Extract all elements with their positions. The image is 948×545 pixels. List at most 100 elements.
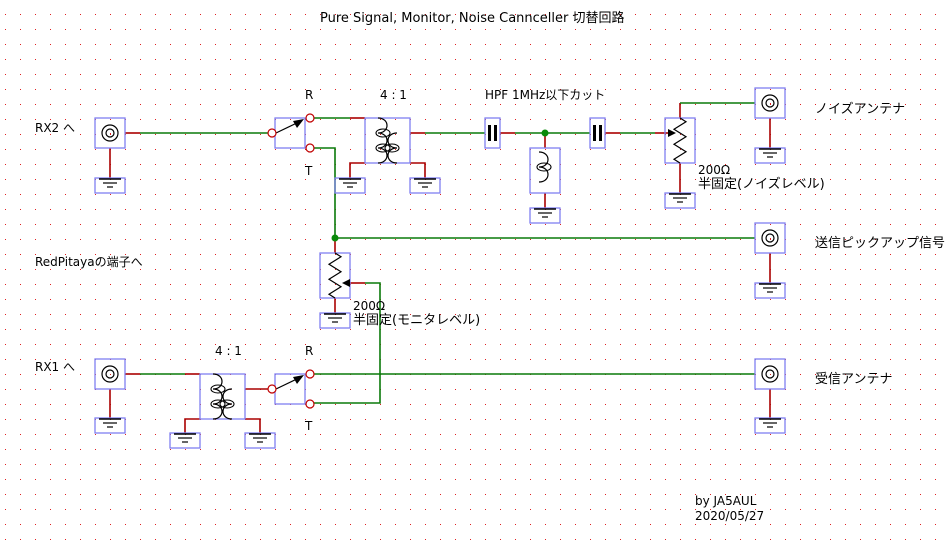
transformer2-primary-ground bbox=[169, 432, 201, 449]
date-label: 2020/05/27 bbox=[695, 509, 765, 523]
rx2-label: RX2 へ bbox=[35, 121, 76, 135]
coax-icon bbox=[761, 94, 779, 112]
noise-antenna-label: ノイズアンテナ bbox=[815, 102, 906, 117]
coil-icon bbox=[538, 151, 549, 183]
transformer-box bbox=[199, 373, 246, 420]
capacitor-icon bbox=[488, 125, 491, 141]
rx2-coax-connector bbox=[94, 117, 126, 149]
ground-box bbox=[319, 312, 351, 329]
rx1-coax-connector bbox=[94, 358, 126, 390]
ground-box bbox=[169, 432, 201, 449]
ground-box bbox=[664, 192, 696, 209]
ground-box bbox=[94, 177, 126, 194]
noise-antenna-ground bbox=[754, 147, 786, 164]
coax-icon bbox=[101, 124, 119, 142]
hpf-capacitor2 bbox=[589, 117, 606, 149]
coil-icon bbox=[212, 373, 223, 420]
coax-icon bbox=[761, 229, 779, 247]
components bbox=[94, 87, 786, 449]
monitor-pot-ground bbox=[319, 312, 351, 329]
redpitaya-label: RedPitayaの端子へ bbox=[35, 255, 143, 269]
transformer2-ratio: 4 : 1 bbox=[215, 344, 242, 358]
noise-antenna-connector bbox=[754, 87, 786, 119]
rx-antenna-ground bbox=[754, 417, 786, 434]
ground-box bbox=[409, 177, 441, 194]
relay2-r-label: R bbox=[305, 344, 314, 358]
wiper-arrow-icon bbox=[668, 129, 676, 137]
wires bbox=[109, 102, 771, 433]
coil-icon bbox=[377, 117, 388, 164]
relay1-t-label: T bbox=[305, 164, 313, 178]
rx1-label: RX1 へ bbox=[35, 360, 76, 374]
transformer-box bbox=[364, 117, 411, 164]
rx1-ground bbox=[94, 417, 126, 434]
capacitor-box bbox=[484, 117, 501, 149]
terminal-icon bbox=[305, 369, 315, 379]
capacitor-icon bbox=[593, 125, 596, 141]
wire bbox=[349, 162, 365, 178]
diagram-title: Pure Signal, Monitor, Noise Cannceller 切… bbox=[320, 11, 625, 26]
hpf-label: HPF 1MHz以下カット bbox=[485, 88, 606, 102]
transformer1-ratio: 4 : 1 bbox=[380, 88, 407, 102]
noise-pot-ground bbox=[664, 192, 696, 209]
terminal-icon bbox=[305, 113, 315, 123]
resistor-zigzag-icon bbox=[327, 252, 343, 299]
ground-box bbox=[754, 282, 786, 299]
capacitor-box bbox=[589, 117, 606, 149]
terminal-icon bbox=[305, 399, 315, 409]
ground-box bbox=[244, 432, 276, 449]
connector-box bbox=[754, 222, 786, 254]
monitor-pot-value: 200Ω bbox=[353, 299, 386, 313]
connector-box bbox=[94, 117, 126, 149]
connector-box bbox=[94, 358, 126, 390]
wire bbox=[184, 418, 200, 433]
ground-box bbox=[754, 147, 786, 164]
hpf-inductor-box bbox=[529, 147, 561, 194]
rx2-ground bbox=[94, 177, 126, 194]
coil-icon bbox=[222, 388, 233, 420]
tx-pickup-connector bbox=[754, 222, 786, 254]
ground-box bbox=[754, 417, 786, 434]
wire bbox=[314, 147, 336, 238]
junction-dot bbox=[541, 129, 549, 137]
relay1-r-label: R bbox=[305, 88, 314, 102]
wire bbox=[314, 282, 381, 404]
transformer2-secondary-ground bbox=[244, 432, 276, 449]
coax-icon bbox=[761, 365, 779, 383]
tx-pickup-label: 送信ピックアップ信号 bbox=[815, 236, 946, 251]
hpf-inductor-ground bbox=[529, 207, 561, 224]
wire bbox=[245, 418, 261, 433]
arrow-head-icon bbox=[293, 375, 304, 384]
ground-box bbox=[529, 207, 561, 224]
transformer1-secondary-ground bbox=[409, 177, 441, 194]
junction-dot bbox=[331, 234, 339, 242]
connector-box bbox=[754, 358, 786, 390]
noise-pot-value: 200Ω bbox=[698, 163, 731, 177]
wiper-arrow-icon bbox=[342, 279, 350, 287]
ground-box bbox=[94, 417, 126, 434]
terminal-icon bbox=[267, 384, 277, 394]
resistor-zigzag-icon bbox=[672, 117, 688, 164]
rx-antenna-connector bbox=[754, 358, 786, 390]
author-label: by JA5AUL bbox=[695, 494, 757, 508]
rx-antenna-label: 受信アンテナ bbox=[815, 372, 893, 387]
transformer2 bbox=[199, 373, 246, 420]
connector-box bbox=[754, 87, 786, 119]
transformer1 bbox=[364, 117, 411, 164]
monitor-pot-desc: 半固定(モニタレベル) bbox=[353, 313, 481, 328]
tx-pickup-ground bbox=[754, 282, 786, 299]
relay2-t-label: T bbox=[305, 419, 313, 433]
grid-dots bbox=[5, 14, 936, 540]
coax-icon bbox=[101, 365, 119, 383]
terminal-icon bbox=[267, 128, 277, 138]
terminal-icon bbox=[305, 143, 315, 153]
wire bbox=[410, 162, 426, 178]
noise-pot-desc: 半固定(ノイズレベル) bbox=[698, 177, 825, 192]
coil-icon bbox=[387, 132, 398, 164]
transformer1-primary-ground bbox=[334, 177, 366, 194]
hpf-capacitor1 bbox=[484, 117, 501, 149]
arrow-head-icon bbox=[293, 119, 304, 128]
ground-box bbox=[334, 177, 366, 194]
relay1 bbox=[274, 117, 306, 149]
